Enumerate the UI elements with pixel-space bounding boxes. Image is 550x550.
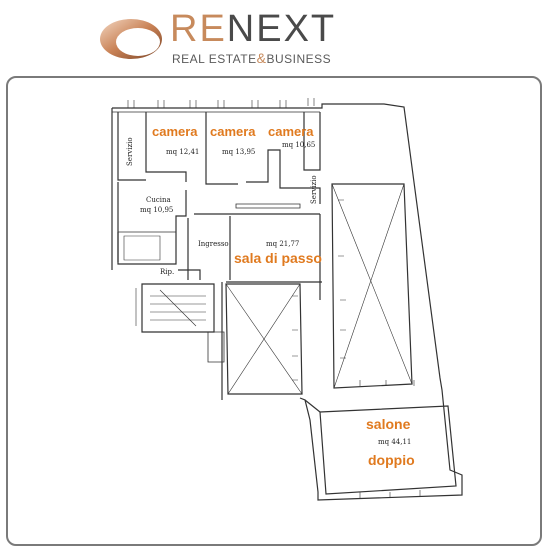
room-label-doppio: doppio bbox=[368, 452, 415, 468]
room-label-camera-1: camera bbox=[152, 124, 198, 139]
renext-logo-icon bbox=[100, 19, 162, 59]
area-camera-2: mq 13,95 bbox=[222, 148, 256, 156]
room-label-camera-2: camera bbox=[210, 124, 256, 139]
floor-plan-frame bbox=[6, 76, 542, 546]
label-ripostiglio: Rip. bbox=[160, 268, 175, 276]
area-camera-1: mq 12,41 bbox=[166, 148, 200, 156]
room-label-salone: salone bbox=[366, 416, 411, 432]
brand-tagline: REAL ESTATE&BUSINESS bbox=[172, 50, 332, 66]
label-servizio-left: Servizio bbox=[126, 137, 134, 166]
label-servizio-right: Servizio bbox=[310, 175, 318, 204]
label-ingresso: Ingresso bbox=[198, 240, 229, 248]
room-label-sala-di-passo: sala di passo bbox=[234, 250, 322, 266]
area-camera-3: mq 10,65 bbox=[282, 141, 316, 149]
area-sala-di-passo: mq 21,77 bbox=[266, 240, 300, 248]
area-cucina: mq 10,95 bbox=[140, 206, 174, 214]
brand-name: RENEXT bbox=[170, 8, 337, 50]
area-salone: mq 44,11 bbox=[378, 438, 412, 446]
header: RENEXT REAL ESTATE&BUSINESS bbox=[0, 0, 550, 74]
label-cucina: Cucina bbox=[146, 196, 171, 204]
room-label-camera-3: camera bbox=[268, 124, 314, 139]
